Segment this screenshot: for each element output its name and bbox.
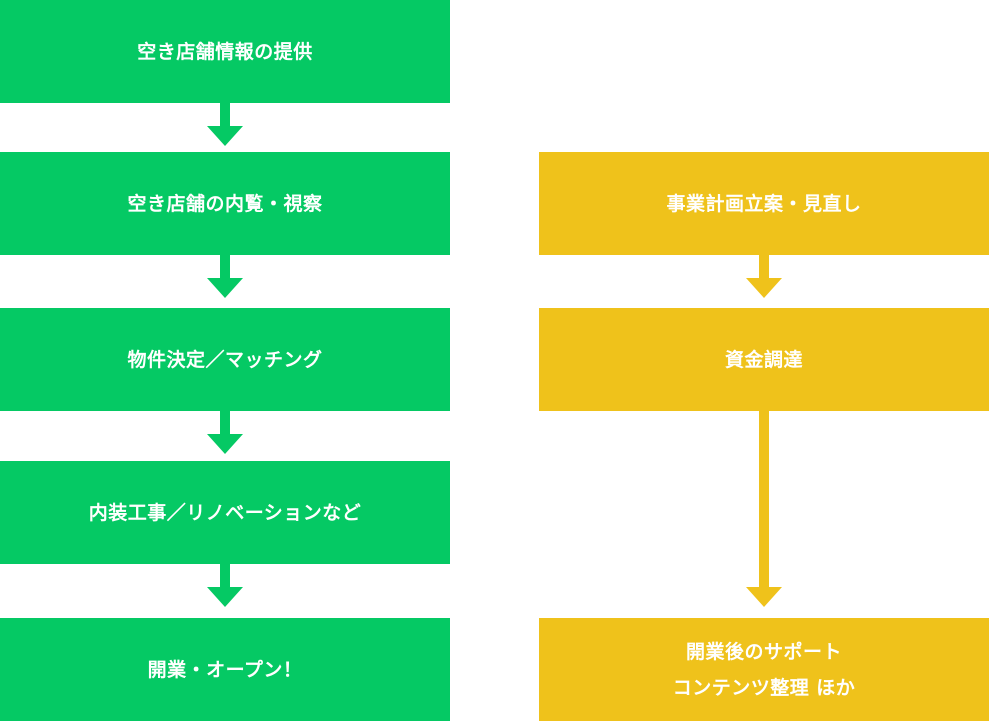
arrow-down-icon — [207, 411, 243, 454]
step-label: 事業計画立案・見直し — [666, 192, 862, 215]
arrow-down-icon — [207, 564, 243, 607]
step-opening: 開業・オープン！ — [0, 618, 450, 721]
step-shop-info: 空き店舗情報の提供 — [0, 0, 450, 103]
step-property-matching: 物件決定／マッチング — [0, 308, 450, 411]
step-label-line1: 開業後のサポート — [685, 640, 842, 663]
step-label-line2: コンテンツ整理 ほか — [672, 676, 856, 699]
step-label: 資金調達 — [724, 348, 803, 371]
step-label: 開業・オープン！ — [147, 658, 303, 681]
step-label: 内装工事／リノベーションなど — [88, 501, 362, 524]
step-business-plan: 事業計画立案・見直し — [539, 152, 989, 255]
arrow-down-icon — [207, 255, 243, 298]
step-label: 空き店舗の内覧・視察 — [127, 192, 323, 215]
arrow-down-icon — [746, 255, 782, 298]
step-label: 物件決定／マッチング — [127, 348, 323, 371]
arrow-down-icon — [207, 103, 243, 146]
step-shop-visit: 空き店舗の内覧・視察 — [0, 152, 450, 255]
step-interior-work: 内装工事／リノベーションなど — [0, 461, 450, 564]
step-label: 空き店舗情報の提供 — [137, 40, 313, 63]
arrow-down-long-icon — [746, 411, 782, 607]
step-post-opening-support: 開業後のサポート コンテンツ整理 ほか — [539, 618, 989, 721]
step-fundraising: 資金調達 — [539, 308, 989, 411]
